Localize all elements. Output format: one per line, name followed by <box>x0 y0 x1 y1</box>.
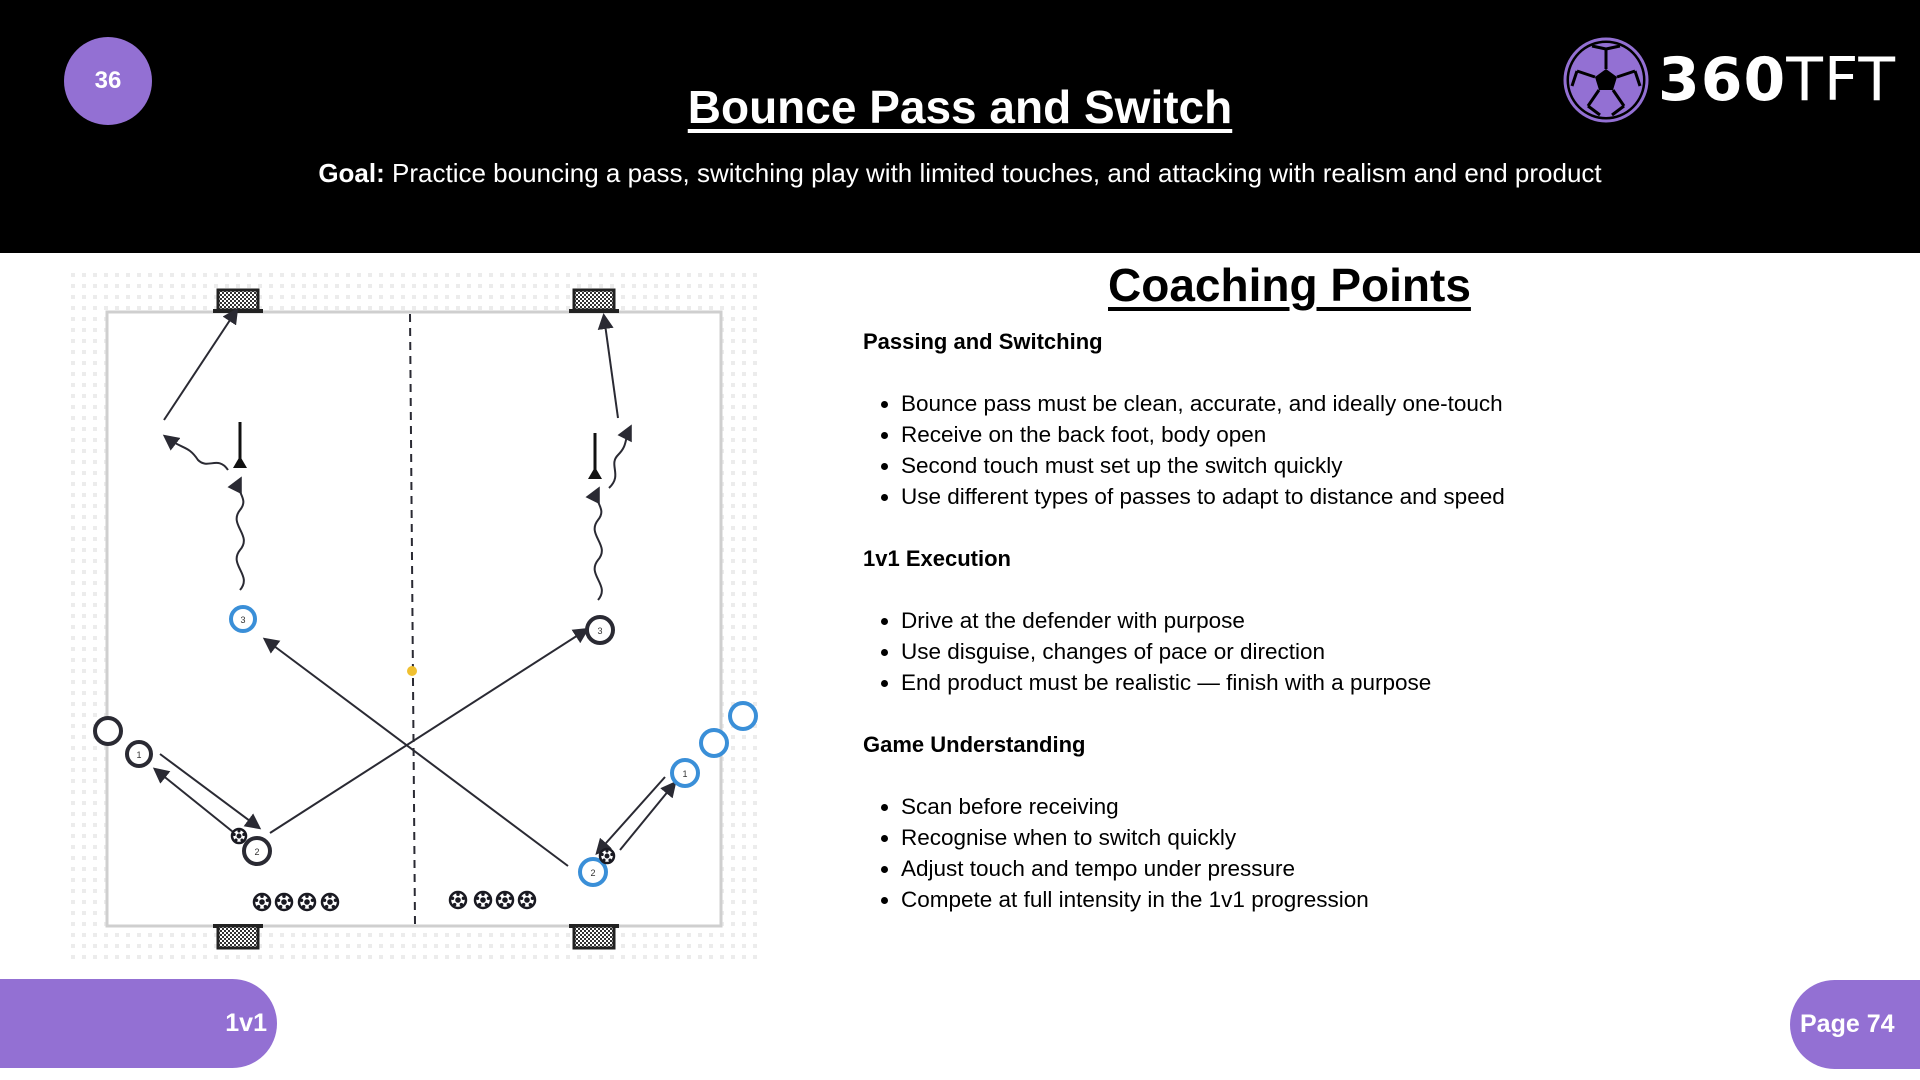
goal-bottom-left <box>213 924 263 950</box>
slide-number-badge: 36 <box>64 37 152 125</box>
player-number: 1 <box>682 769 687 779</box>
player-black-3: 3 <box>585 615 615 645</box>
goal-statement: Goal: Practice bouncing a pass, switchin… <box>0 158 1920 189</box>
player-black-1: 1 <box>125 740 153 768</box>
ball-stacks <box>230 827 616 912</box>
bullet-item: Scan before receiving <box>901 791 1863 822</box>
page-title: Bounce Pass and Switch <box>687 81 1233 133</box>
slide-number: 36 <box>94 67 122 94</box>
cone-pole-left <box>233 422 247 468</box>
goal-label: Goal: <box>318 158 385 188</box>
bullet-item: Use disguise, changes of pace or directi… <box>901 636 1863 667</box>
player-number: 2 <box>254 847 259 857</box>
brand-name-bold: 360 <box>1658 45 1787 115</box>
dribble-around-cone-left <box>162 434 229 471</box>
soccer-ball-icon <box>274 892 294 912</box>
player-blue-1: 1 <box>670 758 700 788</box>
goal-top-right <box>569 288 619 313</box>
bullet-item: Bounce pass must be clean, accurate, and… <box>901 388 1863 419</box>
player-blue-3: 3 <box>229 605 257 633</box>
bullet-list: Drive at the defender with purposeUse di… <box>863 605 1863 698</box>
switch-pass-arrow-1 <box>269 627 590 834</box>
soccer-ball-icon <box>517 890 537 910</box>
section-heading: Game Understanding <box>863 732 1086 757</box>
section-spacer <box>863 698 1863 729</box>
bounce-pass-back-left <box>152 767 244 841</box>
dribble-arrow-right <box>585 486 603 601</box>
player-number: 2 <box>590 868 595 878</box>
halfway-line <box>409 313 416 925</box>
cone-pole-right <box>588 433 602 479</box>
coaching-points-title: Coaching Points <box>1108 259 1471 311</box>
goal-bottom-right <box>569 924 619 950</box>
soccer-ball-icon <box>252 892 272 912</box>
player-blue-2: 2 <box>578 857 608 887</box>
soccer-ball-icon <box>598 847 616 865</box>
goal-top-left <box>213 288 263 313</box>
player-black-2: 2 <box>242 836 272 866</box>
heading-spacer <box>863 574 1863 605</box>
drill-diagram: 1 2 3 3 1 2 <box>68 270 762 966</box>
bullet-item: Receive on the back foot, body open <box>901 419 1863 450</box>
soccer-ball-icon <box>448 890 468 910</box>
bullet-item: Compete at full intensity in the 1v1 pro… <box>901 884 1863 915</box>
section-heading: Passing and Switching <box>863 329 1103 354</box>
bullet-item: End product must be realistic — finish w… <box>901 667 1863 698</box>
bounce-pass-out-left <box>159 753 262 830</box>
dribble-around-cone-right <box>608 424 632 489</box>
center-marker <box>407 666 417 676</box>
bullet-list: Bounce pass must be clean, accurate, and… <box>863 388 1863 512</box>
player-number: 3 <box>597 626 602 636</box>
bullet-item: Use different types of passes to adapt t… <box>901 481 1863 512</box>
shot-arrow-left <box>163 307 239 421</box>
brand-name: 360TFT <box>1658 45 1896 115</box>
switch-pass-arrow-2 <box>262 637 569 867</box>
page-number-tab: Page 74 <box>1790 980 1920 1069</box>
player-blue-waiting-1 <box>728 701 758 731</box>
goal-text: Practice bouncing a pass, switching play… <box>384 158 1602 188</box>
bounce-pass-out-right <box>619 780 677 851</box>
page-number: Page 74 <box>1800 1010 1895 1038</box>
soccer-ball-icon <box>320 892 340 912</box>
category-tab: 1v1 <box>0 979 277 1068</box>
section-spacer <box>863 512 1863 543</box>
player-number: 1 <box>136 750 141 760</box>
bullet-item: Drive at the defender with purpose <box>901 605 1863 636</box>
shot-arrow-right <box>597 313 619 419</box>
bounce-pass-back-right <box>595 776 666 855</box>
player-black-waiting <box>93 716 123 746</box>
soccer-ball-icon <box>473 890 493 910</box>
player-number: 3 <box>240 615 245 625</box>
coaching-points-list: Passing and SwitchingBounce pass must be… <box>863 326 1863 915</box>
heading-spacer <box>863 357 1863 388</box>
category-label: 1v1 <box>225 1009 267 1037</box>
bullet-item: Second touch must set up the switch quic… <box>901 450 1863 481</box>
soccer-ball-icon <box>495 890 515 910</box>
soccer-ball-icon <box>297 892 317 912</box>
soccer-ball-icon <box>230 827 248 845</box>
brand-logo: 360TFT <box>1562 36 1896 124</box>
soccer-ball-icon <box>1563 37 1649 123</box>
player-blue-waiting-2 <box>699 728 729 758</box>
bullet-list: Scan before receivingRecognise when to s… <box>863 791 1863 915</box>
dribble-arrow-left <box>227 476 245 591</box>
bullet-item: Adjust touch and tempo under pressure <box>901 853 1863 884</box>
bullet-item: Recognise when to switch quickly <box>901 822 1863 853</box>
section-heading: 1v1 Execution <box>863 546 1011 571</box>
header-bar: 36 Bounce Pass and Switch Goal: Practice… <box>0 0 1920 253</box>
brand-name-light: TFT <box>1786 45 1897 115</box>
heading-spacer <box>863 760 1863 791</box>
